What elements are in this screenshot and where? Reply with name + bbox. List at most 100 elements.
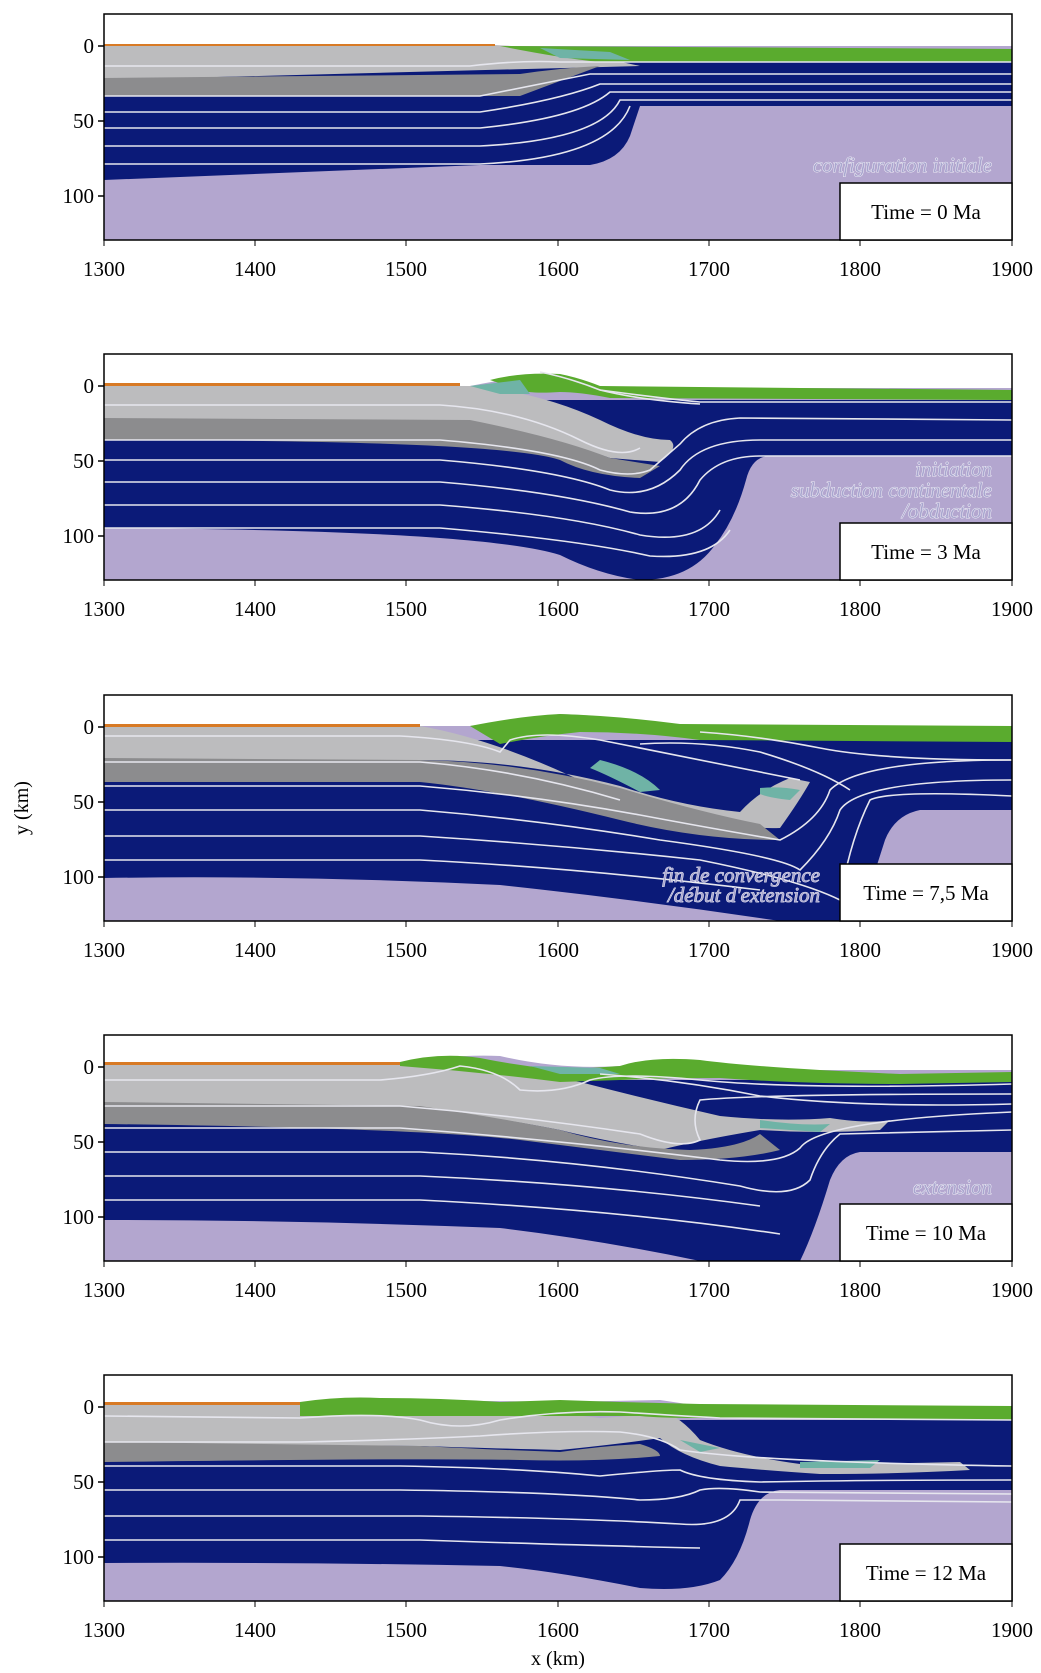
- x-tick-label: 1500: [385, 1618, 427, 1642]
- sediment-band: [104, 44, 495, 46]
- x-tick-label: 1400: [234, 1618, 276, 1642]
- time-label-0: Time = 0 Ma: [871, 200, 981, 224]
- x-tick-label: 1400: [234, 597, 276, 621]
- time-label-2: Time = 7,5 Ma: [863, 881, 989, 905]
- y-tick-label: 50: [73, 1470, 94, 1494]
- annotation-1-line-0: initiation: [915, 457, 992, 481]
- oceanic-crust-area: [400, 1055, 1012, 1084]
- air-layer: [104, 695, 1012, 730]
- x-tick-label: 1700: [688, 1278, 730, 1302]
- serpentinite-area: [680, 1440, 880, 1468]
- x-axis-0: 1300 1400 1500 1600 1700 1800 1900: [83, 240, 1033, 281]
- y-tick-label: 0: [84, 1395, 95, 1419]
- x-tick-label: 1400: [234, 257, 276, 281]
- y-tick-label: 50: [73, 449, 94, 473]
- annotation-0: configuration initiale: [813, 153, 993, 178]
- isotherms: [104, 371, 1012, 558]
- panel-time-0: [104, 14, 1012, 240]
- y-tick-label: 0: [84, 715, 95, 739]
- y-axis-4: 0 50 100: [63, 1395, 104, 1569]
- y-tick-label: 50: [73, 790, 94, 814]
- y-tick-label: 0: [84, 1055, 95, 1079]
- x-tick-label: 1500: [385, 1278, 427, 1302]
- x-tick-label: 1800: [839, 1278, 881, 1302]
- y-tick-label: 50: [73, 109, 94, 133]
- x-tick-label: 1900: [991, 597, 1033, 621]
- x-tick-label: 1600: [537, 597, 579, 621]
- x-tick-label: 1800: [839, 1618, 881, 1642]
- y-tick-label: 0: [84, 374, 95, 398]
- y-tick-label: 50: [73, 1130, 94, 1154]
- time-box-4: [839, 1543, 1013, 1602]
- oceanic-crust-area: [470, 714, 1012, 744]
- annotation-1: initiation subduction continentale /obdu…: [790, 457, 992, 524]
- sediment-band: [104, 724, 420, 727]
- x-axis-4: 1300 1400 1500 1600 1700 1800 1900: [83, 1601, 1033, 1642]
- air-layer: [104, 354, 1012, 388]
- y-axis-label: y (km): [11, 781, 33, 835]
- serpentinite-area: [540, 48, 630, 60]
- upper-crust-area: [104, 45, 640, 80]
- y-axis-0: 0 50 100: [63, 34, 104, 208]
- annotation-1-line-2: /obduction: [901, 499, 992, 523]
- x-tick-label: 1400: [234, 1278, 276, 1302]
- x-tick-label: 1700: [688, 938, 730, 962]
- annotation-1-line-1: subduction continentale: [791, 478, 992, 502]
- sediment-band: [104, 1062, 400, 1065]
- serpentinite-area: [470, 380, 530, 394]
- x-tick-label: 1800: [839, 938, 881, 962]
- y-tick-label: 100: [63, 1545, 95, 1569]
- annotation-0-line-0: configuration initiale: [813, 153, 992, 177]
- oceanic-crust-area: [300, 1397, 1012, 1420]
- x-tick-label: 1300: [83, 257, 125, 281]
- lower-crust-area: [104, 758, 780, 840]
- annotation-2-line-0: fin de convergence: [662, 863, 820, 887]
- annotation-2: fin de convergence /début d'extension: [662, 863, 821, 908]
- time-box-2: [839, 863, 1013, 922]
- x-tick-label: 1400: [234, 938, 276, 962]
- time-label-1: Time = 3 Ma: [871, 540, 981, 564]
- lower-crust-area: [104, 1442, 660, 1462]
- time-box-1: [839, 522, 1013, 581]
- y-tick-label: 100: [63, 865, 95, 889]
- lithospheric-mantle-area: [104, 400, 1012, 580]
- sediment-band: [104, 383, 460, 386]
- isotherms: [104, 731, 1012, 902]
- y-tick-label: 100: [63, 524, 95, 548]
- x-tick-label: 1900: [991, 257, 1033, 281]
- x-tick-label: 1300: [83, 1618, 125, 1642]
- annotation-2-line-1: /début d'extension: [667, 883, 820, 907]
- x-axis-1: 1300 1400 1500 1600 1700 1800 1900: [83, 580, 1033, 621]
- annotation-3: extension: [912, 1175, 992, 1200]
- x-tick-label: 1300: [83, 597, 125, 621]
- x-axis-2: 1300 1400 1500 1600 1700 1800 1900: [83, 921, 1033, 962]
- x-tick-label: 1500: [385, 938, 427, 962]
- time-label-4: Time = 12 Ma: [866, 1561, 987, 1585]
- x-tick-label: 1300: [83, 1278, 125, 1302]
- serpentinite-area: [590, 760, 800, 800]
- x-tick-label: 1600: [537, 1618, 579, 1642]
- y-tick-label: 100: [63, 184, 95, 208]
- x-tick-label: 1800: [839, 257, 881, 281]
- x-tick-label: 1300: [83, 938, 125, 962]
- x-tick-label: 1900: [991, 938, 1033, 962]
- serpentinite-area: [530, 1066, 830, 1132]
- x-tick-label: 1800: [839, 597, 881, 621]
- x-tick-label: 1500: [385, 597, 427, 621]
- time-label-3: Time = 10 Ma: [866, 1221, 987, 1245]
- x-tick-label: 1900: [991, 1278, 1033, 1302]
- x-tick-label: 1500: [385, 257, 427, 281]
- sediment-band: [104, 1402, 300, 1405]
- isotherms: [104, 1410, 1012, 1549]
- x-tick-label: 1600: [537, 1278, 579, 1302]
- oceanic-crust-area: [500, 46, 1012, 62]
- upper-crust-area: [104, 1064, 890, 1150]
- x-axis-label: x (km): [531, 1648, 585, 1670]
- panel-time-7-5: [104, 695, 1012, 921]
- x-tick-label: 1600: [537, 257, 579, 281]
- y-axis-3: 0 50 100: [63, 1055, 104, 1229]
- y-axis-2: 0 50 100: [63, 715, 104, 889]
- time-box-3: [839, 1203, 1013, 1262]
- y-tick-label: 0: [84, 34, 95, 58]
